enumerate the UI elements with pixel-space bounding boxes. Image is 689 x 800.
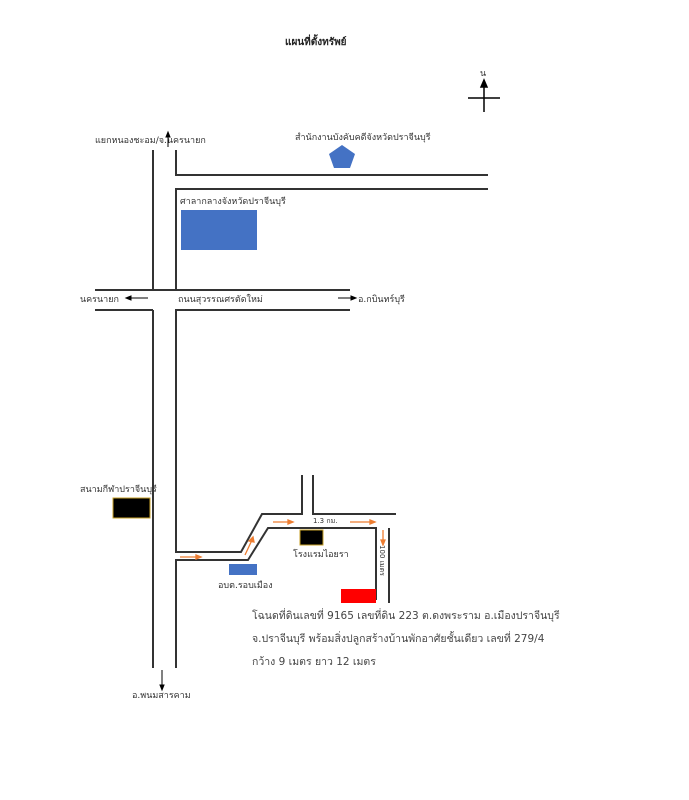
label-sao: อบต.รอบเมือง bbox=[218, 581, 273, 591]
label-road: ถนนสุวรรณศรตัดใหม่ bbox=[178, 295, 263, 305]
map-title: แผนที่ตั้งทรัพย์ bbox=[285, 37, 347, 48]
property-marker bbox=[341, 589, 376, 603]
direction-arrows bbox=[124, 130, 358, 692]
label-east: อ.กบินทร์บุรี bbox=[358, 295, 405, 305]
city-hall-marker bbox=[181, 210, 257, 250]
description-line-1: โฉนดที่ดินเลขที่ 9165 เลขที่ดิน 223 ต.ดง… bbox=[252, 610, 560, 622]
stadium-marker bbox=[112, 497, 151, 519]
label-distance-1: 1.3 กม. bbox=[313, 517, 338, 525]
label-distance-2: 100 เมตร bbox=[377, 545, 386, 576]
north-arrow-icon bbox=[468, 78, 500, 112]
label-top-left: แยกหนองชะอม/จ.นครนายก bbox=[95, 136, 206, 146]
route-arrows bbox=[180, 519, 386, 560]
description-line-2: จ.ปราจีนบุรี พร้อมสิ่งปลูกสร้างบ้านพักอา… bbox=[252, 633, 545, 645]
description-line-3: กว้าง 9 เมตร ยาว 12 เมตร bbox=[252, 656, 376, 668]
label-court: สำนักงานบังคับคดีจังหวัดปราจีนบุรี bbox=[295, 133, 431, 143]
label-west: นครนายก bbox=[80, 295, 119, 305]
label-hotel: โรงแรมไอยรา bbox=[293, 550, 349, 560]
label-city-hall: ศาลากลางจังหวัดปราจีนบุรี bbox=[180, 197, 286, 207]
north-label: น bbox=[480, 69, 487, 79]
hotel-marker bbox=[299, 529, 324, 546]
label-south: อ.พนมสารคาม bbox=[132, 691, 191, 701]
label-stadium: สนามกีฬาปราจีนบุรี bbox=[80, 485, 157, 495]
sao-marker bbox=[229, 564, 257, 575]
court-marker bbox=[329, 145, 355, 168]
roads bbox=[95, 150, 488, 668]
